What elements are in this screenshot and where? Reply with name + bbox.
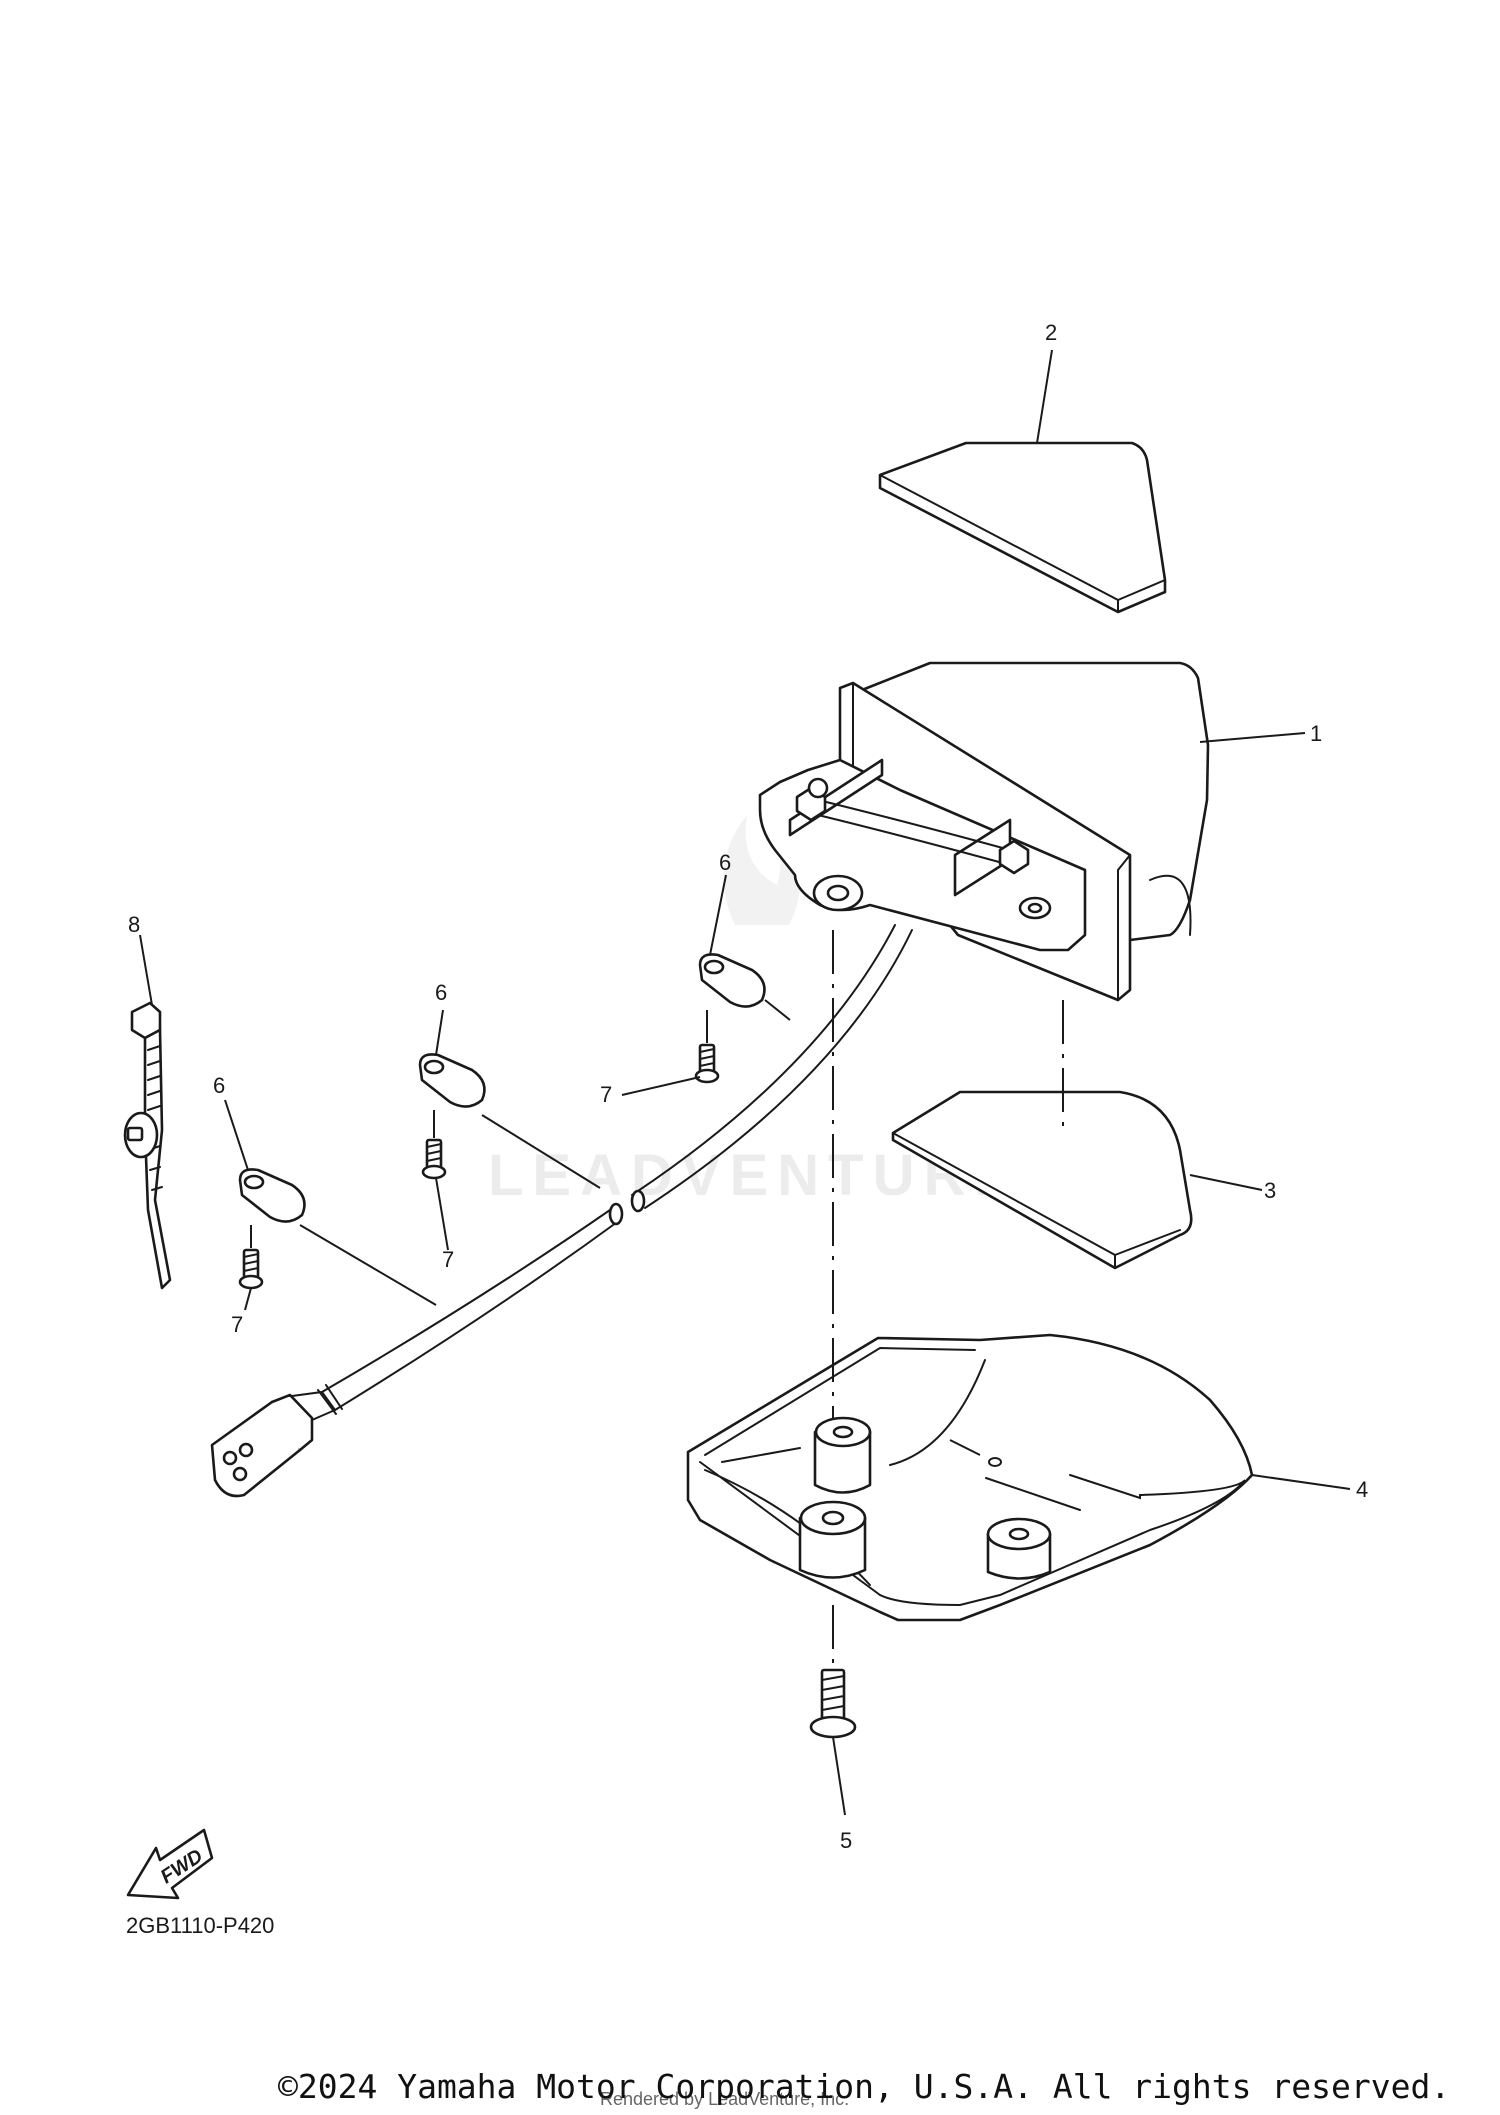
part-6-clamp-left[interactable] — [238, 1168, 306, 1223]
part-1-main-unit[interactable] — [758, 661, 1210, 1002]
part-7-screw-middle[interactable] — [421, 1138, 447, 1180]
callout-2: 2 — [1045, 320, 1057, 345]
harness-cable — [317, 924, 913, 1415]
part-6-clamp-right[interactable] — [698, 953, 766, 1008]
callouts: 2 1 3 4 5 6 6 6 7 7 7 8 — [128, 320, 1368, 1853]
callout-8: 8 — [128, 912, 140, 937]
callout-7-left: 7 — [231, 1312, 243, 1337]
part-3-lower-pad[interactable] — [891, 1090, 1193, 1270]
part-6-clamp-middle[interactable] — [418, 1053, 486, 1108]
part-7-screw-right[interactable] — [694, 1043, 720, 1084]
callout-1: 1 — [1310, 721, 1322, 746]
callout-7-right: 7 — [600, 1082, 612, 1107]
part-5-screw[interactable] — [809, 1668, 857, 1739]
part-4-base-tray[interactable] — [686, 1333, 1254, 1622]
figure-code: 2GB1110-P420 — [126, 1913, 274, 1938]
callout-5: 5 — [840, 1828, 852, 1853]
callout-4: 4 — [1356, 1477, 1368, 1502]
rendered-by-text: Rendered by LeadVenture, Inc. — [600, 2089, 849, 2109]
copyright-text: ©2024 Yamaha Motor Corporation, U.S.A. A… — [278, 2067, 1450, 2106]
callout-3: 3 — [1264, 1178, 1276, 1203]
part-2-top-pad[interactable] — [878, 441, 1167, 614]
callout-6-right: 6 — [719, 850, 731, 875]
connector[interactable] — [210, 1390, 337, 1498]
fwd-direction-badge: FWD — [126, 1828, 214, 1900]
callout-6-left: 6 — [213, 1073, 225, 1098]
callout-6-middle: 6 — [435, 980, 447, 1005]
callout-7-middle: 7 — [442, 1247, 454, 1272]
part-7-screw-left[interactable] — [238, 1248, 264, 1290]
part-8-cable-tie[interactable] — [123, 1001, 172, 1290]
leader-lines — [139, 349, 1351, 1816]
